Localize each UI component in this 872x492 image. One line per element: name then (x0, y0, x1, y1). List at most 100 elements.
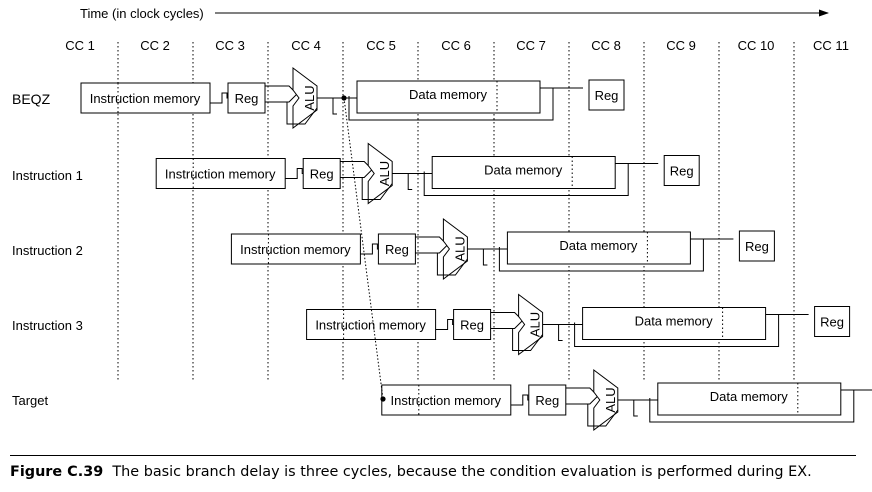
caption-rule (10, 455, 856, 456)
instruction-memory-box (80, 82, 211, 114)
branch-target-connector (343, 97, 384, 400)
writeback-register-label: Reg (745, 239, 769, 254)
alu-feedback (512, 328, 543, 351)
figure-number: Figure C.39 (10, 464, 104, 480)
data-memory-box (356, 80, 541, 114)
cc-label: CC 4 (291, 38, 321, 53)
pipeline-link (435, 319, 454, 330)
row-label-instruction-3: Instruction 3 (12, 318, 83, 333)
time-axis-label: Time (in clock cycles) (80, 6, 204, 21)
figure-caption: Figure C.39 The basic branch delay is th… (10, 464, 870, 480)
clock-cycle-headers: CC 1 CC 2 CC 3 CC 4 CC 5 CC 6 CC 7 CC 8 … (65, 38, 849, 53)
alu-output-link (392, 173, 413, 190)
writeback-register-label: Reg (595, 88, 619, 103)
alu-feedback (436, 253, 468, 276)
register-file-label: Reg (460, 318, 484, 333)
instruction-memory-box (306, 309, 437, 340)
instruction-memory-label: Instruction memory (391, 393, 502, 408)
alu-label: ALU (528, 312, 543, 337)
alu-shape (367, 142, 393, 205)
alu-feedback (361, 177, 393, 200)
register-file-box (227, 82, 266, 114)
data-memory-label: Data memory (710, 389, 789, 404)
pipeline-link (285, 168, 304, 179)
caption-text: The basic branch delay is three cycles, … (112, 464, 812, 480)
data-memory-frame (574, 314, 780, 347)
cc-label: CC 3 (215, 38, 245, 53)
register-file-label: Reg (310, 167, 334, 182)
register-file-label: Reg (235, 91, 259, 106)
alu-label: ALU (452, 236, 467, 261)
writeback-register-box (738, 230, 775, 262)
pipeline-diagram: Time (in clock cycles) CC 1 CC 2 CC 3 CC… (12, 6, 872, 431)
instruction-memory-label: Instruction memory (165, 167, 276, 182)
data-memory-box (582, 307, 767, 340)
data-memory-label: Data memory (409, 87, 488, 102)
cc-label: CC 5 (366, 38, 396, 53)
alu-output-link (617, 399, 638, 417)
writeback-register-label: Reg (820, 315, 844, 330)
pipeline-row: Instruction memory Reg ALU Data memory Reg (230, 218, 775, 280)
data-memory-label: Data memory (484, 163, 563, 178)
writeback-register-box (663, 155, 700, 186)
cc-label: CC 7 (516, 38, 546, 53)
register-file-label: Reg (385, 242, 409, 257)
alu-input-link (490, 312, 524, 329)
alu-input-link (565, 387, 599, 405)
register-file-box (453, 309, 492, 340)
alu-label: ALU (377, 161, 392, 186)
branch-resolve-dot (341, 95, 347, 101)
instruction-memory-label: Instruction memory (90, 91, 201, 106)
cc-label: CC 6 (441, 38, 471, 53)
data-memory-box (431, 156, 616, 189)
alu-output-link (317, 97, 337, 115)
alu-input-link (340, 161, 373, 178)
register-file-box (528, 384, 567, 416)
alu-shape (518, 293, 544, 356)
cc-label: CC 8 (591, 38, 621, 53)
data-memory-frame (348, 87, 554, 121)
alu-shape (442, 218, 468, 280)
pipeline-row: Instruction memory Reg ALU Data memory Reg (306, 293, 851, 356)
alu-input-link (265, 85, 298, 103)
alu-shape (593, 369, 619, 431)
instruction-memory-label: Instruction memory (240, 242, 351, 257)
writeback-register-box (588, 79, 625, 111)
alu-input-link (415, 236, 449, 254)
data-memory-label: Data memory (635, 314, 714, 329)
pipeline-link (360, 243, 379, 255)
row-label-beqz: BEQZ (12, 91, 51, 107)
alu-shape (292, 67, 318, 129)
instruction-memory-label: Instruction memory (315, 318, 426, 333)
writeback-register-box (814, 306, 851, 337)
cc-label: CC 10 (738, 38, 775, 53)
data-memory-box (657, 382, 842, 416)
instruction-memory-box (381, 384, 512, 416)
row-label-instruction-1: Instruction 1 (12, 168, 83, 183)
alu-feedback (286, 102, 318, 125)
pipeline-link (210, 92, 228, 104)
alu-label: ALU (603, 387, 618, 412)
pipeline-link (510, 394, 529, 406)
register-file-box (302, 158, 341, 189)
instruction-memory-box (230, 233, 361, 265)
alu-label: ALU (302, 85, 317, 110)
row-label-target: Target (12, 393, 49, 408)
alu-output-link (542, 324, 563, 341)
cc-label: CC 2 (140, 38, 170, 53)
register-file-box (377, 233, 416, 265)
data-memory-frame (498, 238, 704, 272)
data-memory-frame (423, 163, 629, 196)
instruction-memory-box (155, 158, 286, 189)
row-label-instruction-2: Instruction 2 (12, 243, 83, 258)
data-memory-label: Data memory (559, 238, 638, 253)
register-file-label: Reg (535, 393, 559, 408)
pipeline-row: Instruction memory Reg ALU Data memory Reg (80, 67, 625, 129)
data-memory-box (506, 231, 691, 265)
cc-label: CC 1 (65, 38, 95, 53)
target-fetch-dot (380, 396, 386, 402)
cc-label: CC 9 (666, 38, 696, 53)
